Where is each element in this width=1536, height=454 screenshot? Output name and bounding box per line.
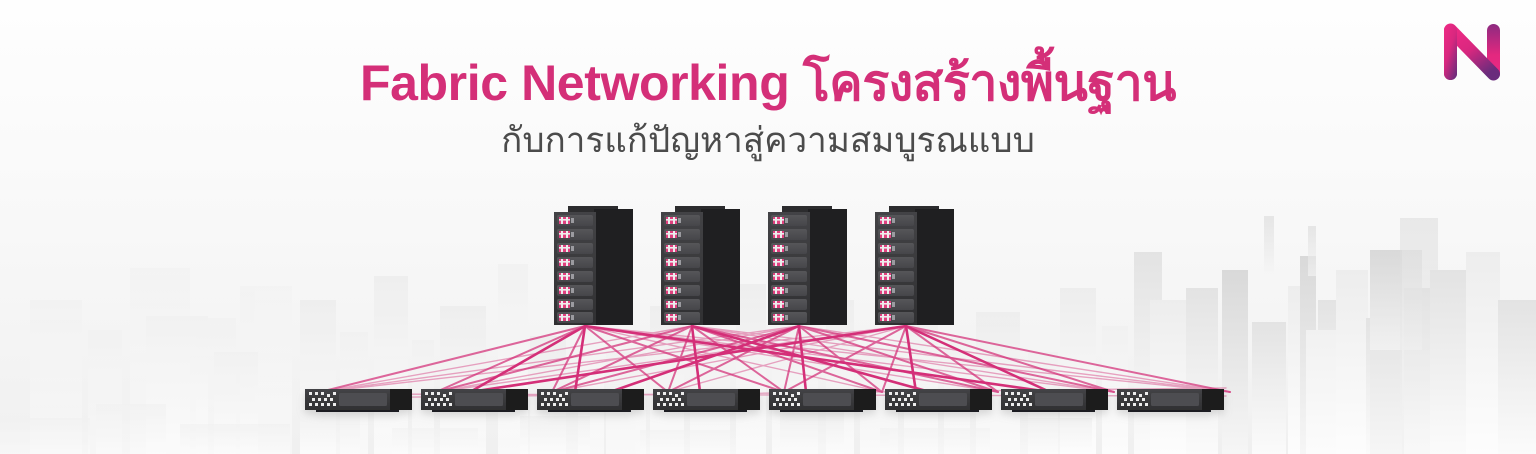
- server-rack: [661, 206, 740, 325]
- network-switch: [769, 389, 876, 412]
- fabric-link-group: [319, 324, 1231, 399]
- network-switch: [305, 389, 412, 412]
- network-switch-group: [305, 389, 1224, 412]
- network-switch: [1117, 389, 1224, 412]
- server-rack: [768, 206, 847, 325]
- network-switch: [537, 389, 644, 412]
- server-rack: [875, 206, 954, 325]
- network-switch: [653, 389, 760, 412]
- server-rack-group: [554, 206, 954, 325]
- server-rack: [554, 206, 633, 325]
- network-switch: [1001, 389, 1108, 412]
- network-switch: [421, 389, 528, 412]
- network-switch: [885, 389, 992, 412]
- brand-logo-n-icon[interactable]: [1436, 16, 1508, 88]
